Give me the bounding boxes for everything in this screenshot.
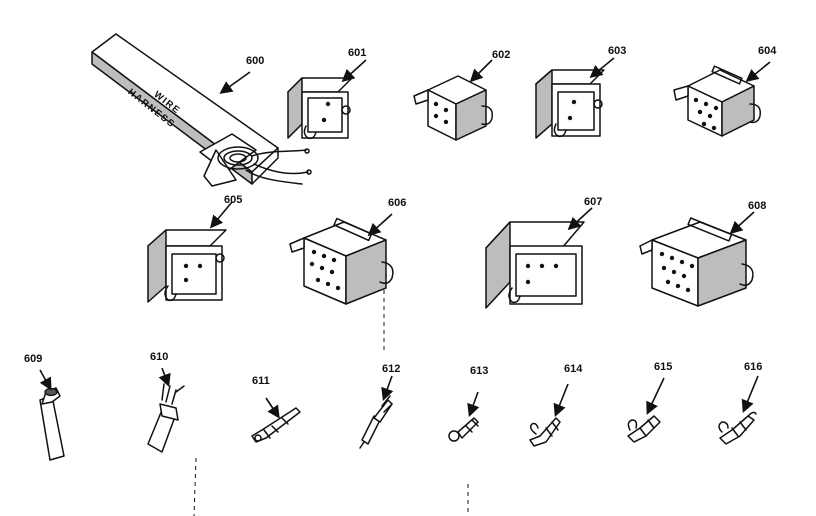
- label-615: 615: [654, 361, 672, 373]
- label-605: 605: [224, 194, 242, 206]
- label-608: 608: [748, 200, 766, 212]
- part-616-terminal[interactable]: [718, 375, 759, 445]
- label-604: 604: [758, 45, 777, 57]
- label-611: 611: [252, 375, 270, 387]
- leader-line-610: [193, 457, 197, 516]
- label-601: 601: [348, 47, 366, 59]
- label-610: 610: [150, 351, 168, 363]
- label-607: 607: [584, 196, 602, 208]
- label-602: 602: [492, 49, 510, 61]
- part-608-pin-housing[interactable]: [639, 211, 755, 307]
- part-600-wire-harness-box[interactable]: WIRE HARNESS: [91, 33, 312, 187]
- part-607-connector-housing[interactable]: [485, 207, 593, 309]
- part-609-sleeve[interactable]: [39, 369, 65, 461]
- label-613: 613: [470, 365, 488, 377]
- part-606-pin-housing[interactable]: [289, 213, 394, 305]
- part-604-pin-housing[interactable]: [673, 61, 771, 137]
- label-616: 616: [744, 361, 762, 373]
- part-605-connector-housing[interactable]: [147, 201, 233, 303]
- label-606: 606: [388, 197, 406, 209]
- label-609: 609: [24, 353, 42, 365]
- part-603-connector-housing[interactable]: [535, 57, 615, 139]
- part-602-pin-housing[interactable]: [413, 59, 494, 141]
- label-614: 614: [564, 363, 583, 375]
- label-612: 612: [382, 363, 400, 375]
- part-613-ring-terminal[interactable]: [448, 391, 480, 442]
- label-600: 600: [246, 55, 264, 67]
- part-601-connector-housing[interactable]: [287, 59, 367, 140]
- part-614-hook-terminal[interactable]: [529, 383, 569, 447]
- label-603: 603: [608, 45, 626, 57]
- part-610-terminal-sleeve[interactable]: [147, 367, 185, 453]
- part-611-blade-terminal[interactable]: [251, 397, 301, 443]
- part-615-quick-disconnect-terminal[interactable]: [627, 377, 665, 443]
- part-612-pin-terminal[interactable]: [359, 375, 394, 449]
